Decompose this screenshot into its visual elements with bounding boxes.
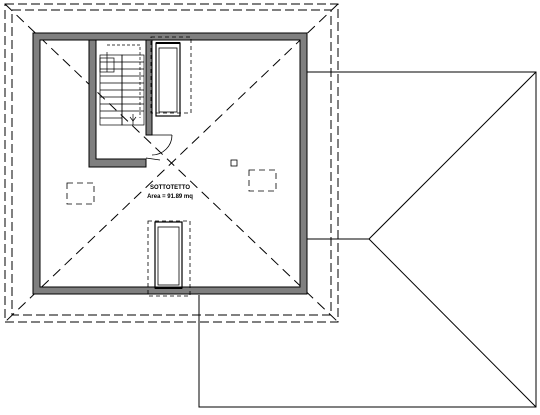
diagonal-2 bbox=[4, 3, 339, 323]
outer-walls bbox=[32, 32, 308, 295]
adjacent-roof bbox=[198, 71, 537, 408]
stair-enclosure-wall bbox=[88, 39, 147, 168]
roof-hip-top bbox=[368, 71, 537, 240]
vent-marker bbox=[230, 159, 238, 167]
eaves-dashed bbox=[4, 3, 339, 323]
chimney-bottom-inner bbox=[157, 226, 180, 286]
chimney-top bbox=[150, 36, 192, 117]
chimney-bottom-dashed bbox=[147, 220, 191, 297]
skylights bbox=[66, 169, 277, 205]
skylight-right bbox=[248, 169, 277, 192]
skylight-left bbox=[66, 182, 95, 205]
chimney-top-outer bbox=[155, 42, 181, 117]
room-area: Area = 91.89 mq bbox=[147, 194, 193, 200]
chimney-top-dashed bbox=[150, 36, 192, 114]
roof-diagonals bbox=[4, 3, 339, 323]
chimney-top-inner bbox=[158, 47, 178, 113]
room-name: SOTTOTETTO bbox=[150, 185, 190, 191]
door bbox=[145, 134, 173, 161]
chimney-bottom-outer bbox=[154, 221, 183, 289]
door-swing bbox=[151, 134, 173, 156]
chimney-bottom bbox=[147, 220, 191, 297]
staircase bbox=[99, 44, 145, 126]
roof-hip-bottom bbox=[368, 238, 537, 408]
eave-inner bbox=[11, 9, 332, 316]
stair-partition-wall bbox=[145, 39, 153, 136]
